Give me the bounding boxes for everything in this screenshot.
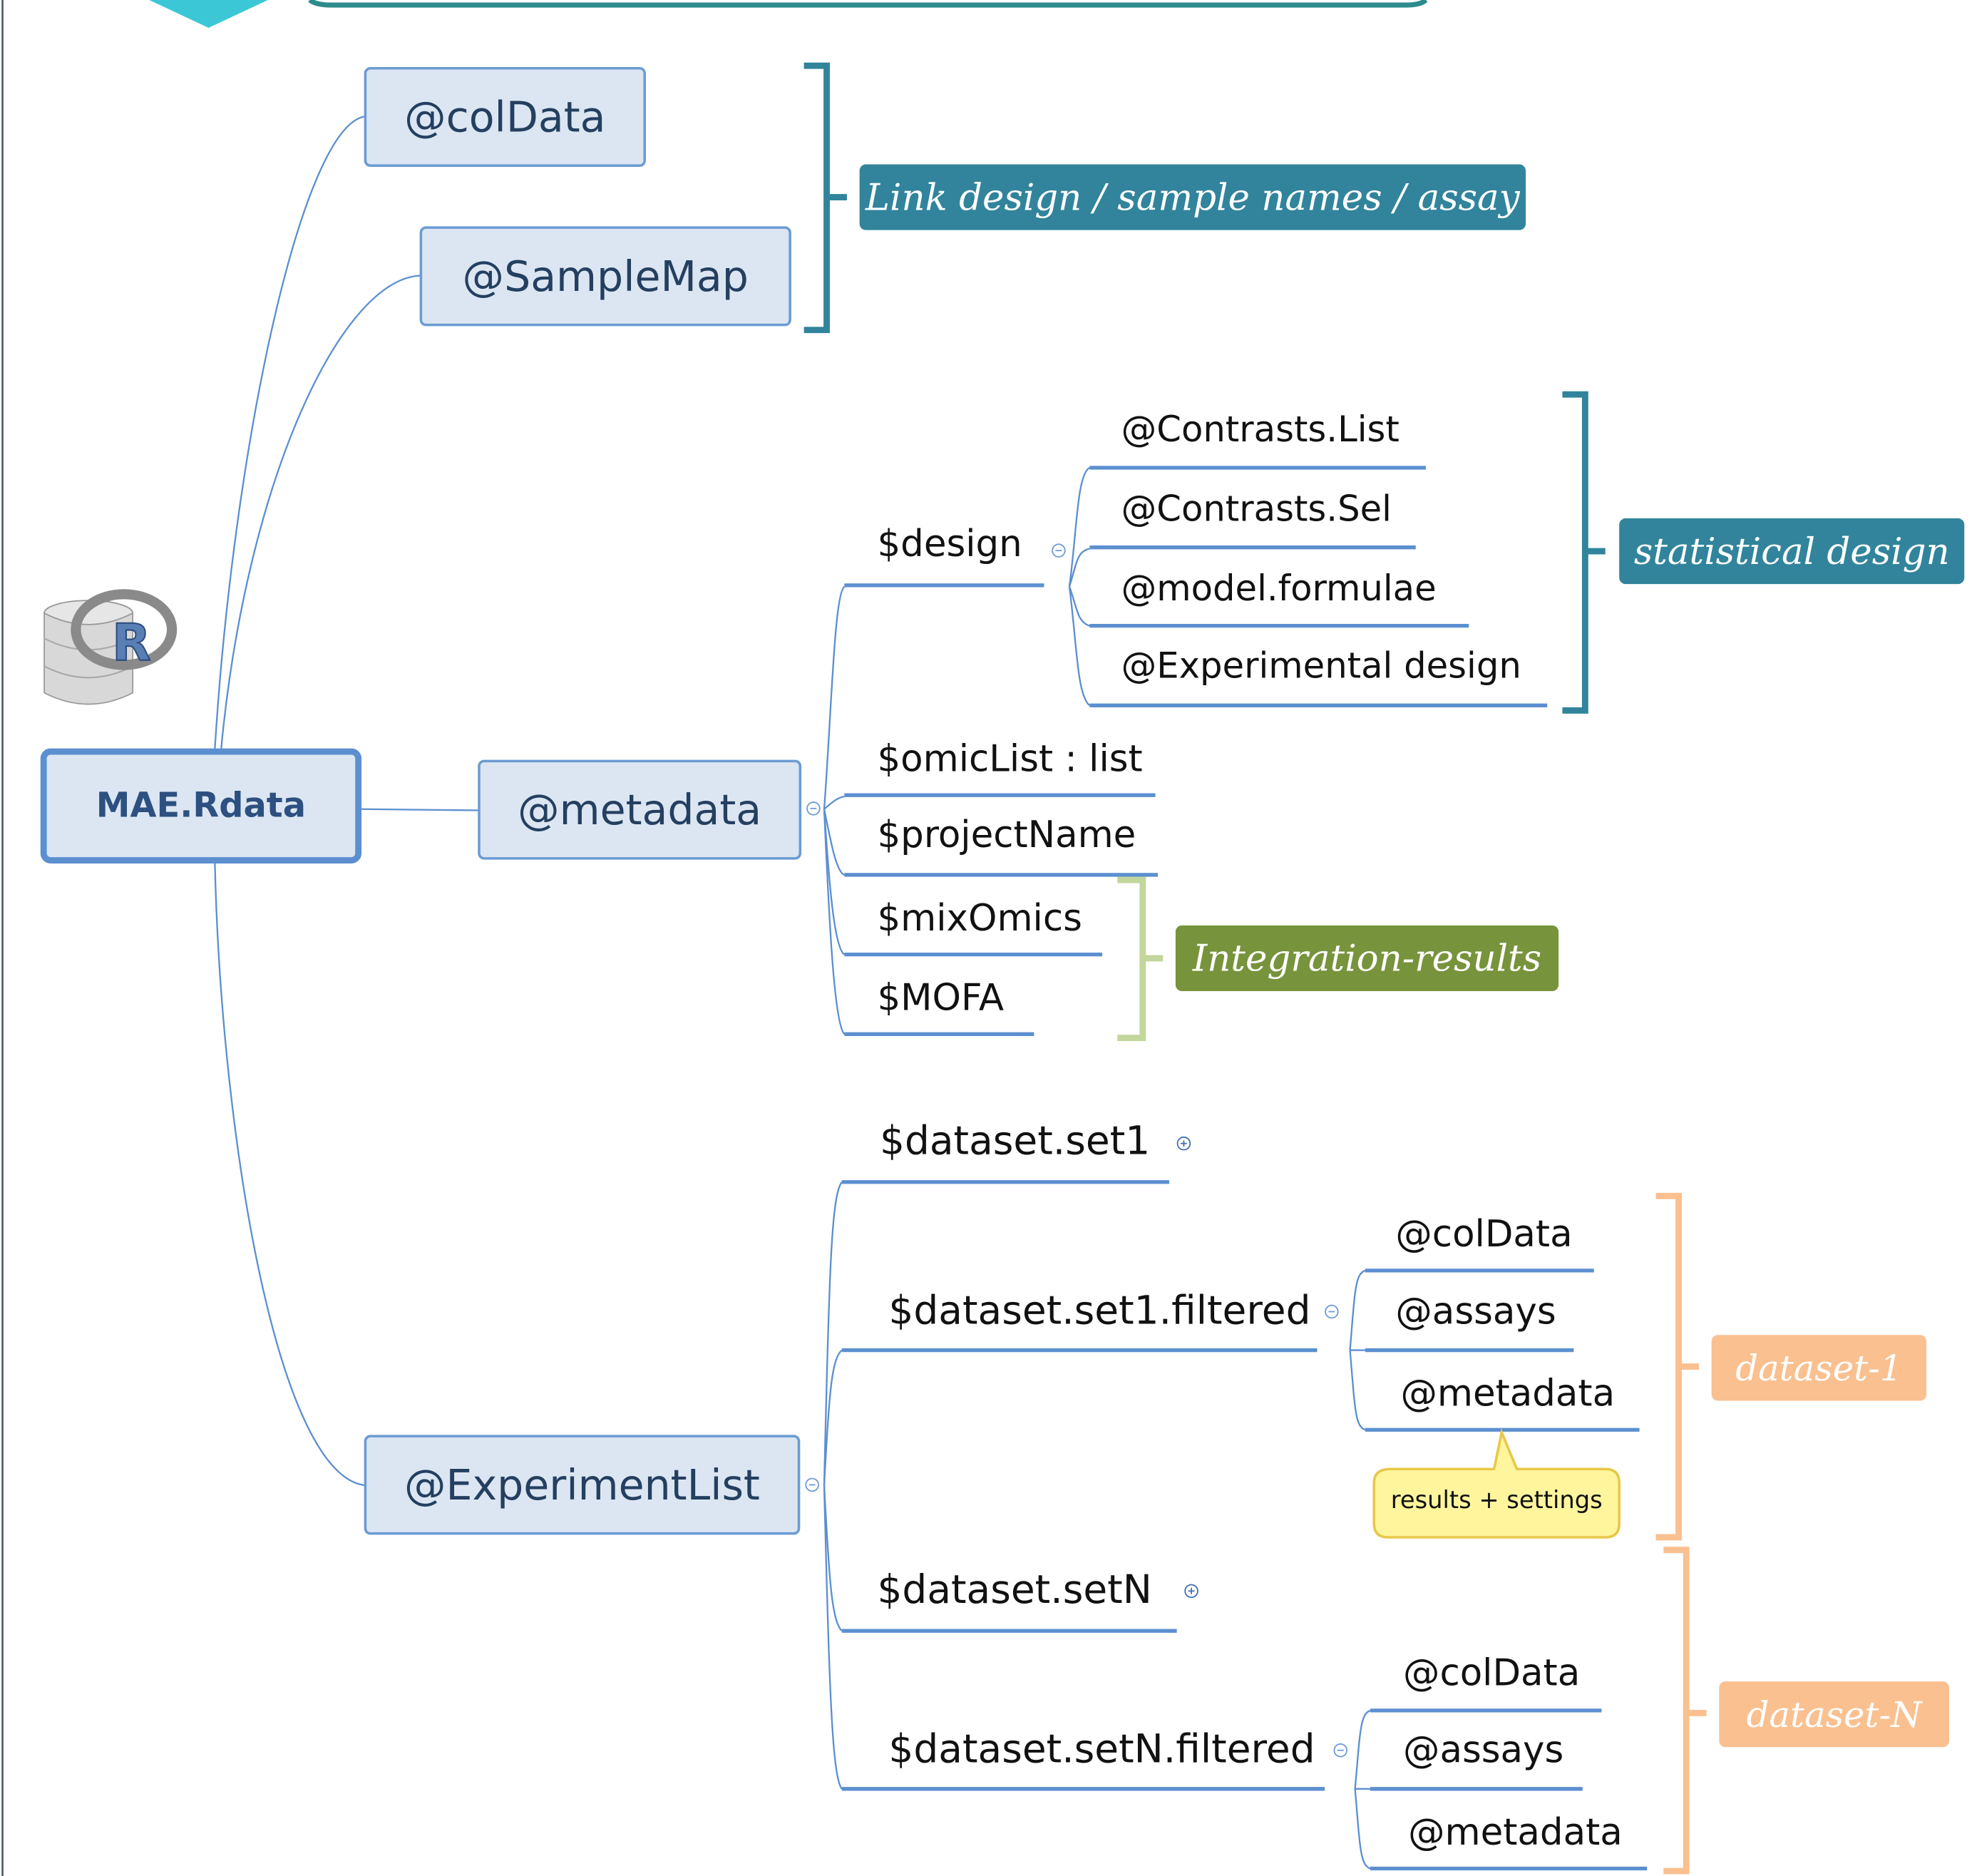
set1-label[interactable]: $dataset.set1 [880,1119,1151,1164]
top-banner-edge [308,0,1428,8]
samplemap-label: @SampleMap [462,251,749,301]
callout-bubble [1372,1427,1621,1539]
brackets [803,62,1707,1875]
r-logo-letter: R [112,613,151,672]
bracket-dataset1 [1655,1192,1699,1541]
samplemap-node[interactable]: @SampleMap [419,226,791,327]
set1-filtered-collapse-icon[interactable] [1325,1304,1339,1319]
mofa-label[interactable]: $MOFA [877,975,1005,1020]
omiclist-label[interactable]: $omicList : list [877,737,1143,780]
cube-logo-icon [149,0,268,29]
contrasts-sel-label[interactable]: @Contrasts.Sel [1121,488,1392,530]
contrasts-list-label[interactable]: @Contrasts.List [1121,408,1400,451]
experimental-design-label[interactable]: @Experimental design [1121,645,1521,687]
set1-expand-icon[interactable] [1176,1136,1191,1151]
root-node[interactable]: MAE.Rdata [40,748,362,863]
setN-label[interactable]: $dataset.setN [877,1567,1152,1614]
set1-coldata-label[interactable]: @colData [1395,1212,1573,1256]
bracket-stat [1562,391,1606,714]
setN-filtered-label[interactable]: $dataset.setN.filtered [888,1726,1315,1773]
integration-tag: Integration-results [1175,925,1559,992]
model-formulae-label[interactable]: @model.formulae [1121,568,1437,610]
experiment-underlines [841,1180,1648,1871]
r-database-icon: R [43,589,178,705]
experiment-connectors [823,1182,1371,1870]
set1-assays-label[interactable]: @assays [1395,1289,1556,1333]
metadata-connectors [823,466,1091,1035]
setN-expand-icon[interactable] [1184,1584,1198,1599]
link-tag-text: Link design / sample names / assay [865,175,1520,219]
setN-coldata-label[interactable]: @colData [1403,1651,1581,1694]
dataset1-tag: dataset-1 [1711,1335,1927,1401]
callout-text: results + settings [1390,1487,1603,1515]
projectname-label[interactable]: $projectName [877,813,1136,856]
metadata-underlines [844,466,1548,1036]
stat-tag-text: statistical design [1633,529,1950,573]
metadata-collapse-icon[interactable] [806,801,821,816]
datasetN-tag-text: dataset-N [1746,1693,1922,1736]
datasetN-tag: dataset-N [1719,1681,1949,1748]
metadata-label: @metadata [518,785,762,835]
design-label[interactable]: $design [877,522,1022,565]
dataset1-tag-text: dataset-1 [1735,1347,1903,1389]
root-label: MAE.Rdata [96,786,307,826]
setN-filtered-collapse-icon[interactable] [1333,1743,1348,1758]
coldata-node[interactable]: @colData [364,66,647,168]
experimentlist-collapse-icon[interactable] [805,1477,819,1492]
bracket-datasetN [1663,1547,1707,1875]
mixomics-label[interactable]: $mixOmics [877,896,1082,940]
set1-metadata-label[interactable]: @metadata [1400,1371,1616,1415]
integration-tag-text: Integration-results [1192,936,1542,980]
experimentlist-label: @ExperimentList [404,1460,760,1509]
design-collapse-icon[interactable] [1052,543,1066,558]
set1-filtered-label[interactable]: $dataset.set1.filtered [888,1288,1311,1334]
setN-assays-label[interactable]: @assays [1403,1728,1564,1771]
coldata-label: @colData [404,92,606,142]
experimentlist-node[interactable]: @ExperimentList [364,1435,801,1535]
metadata-node[interactable]: @metadata [478,759,802,860]
stat-tag: statistical design [1619,518,1965,585]
root-connectors [214,115,481,1487]
bracket-link [803,62,847,334]
setN-metadata-label[interactable]: @metadata [1408,1810,1623,1854]
link-tag: Link design / sample names / assay [859,164,1526,230]
bracket-integration [1117,876,1164,1042]
